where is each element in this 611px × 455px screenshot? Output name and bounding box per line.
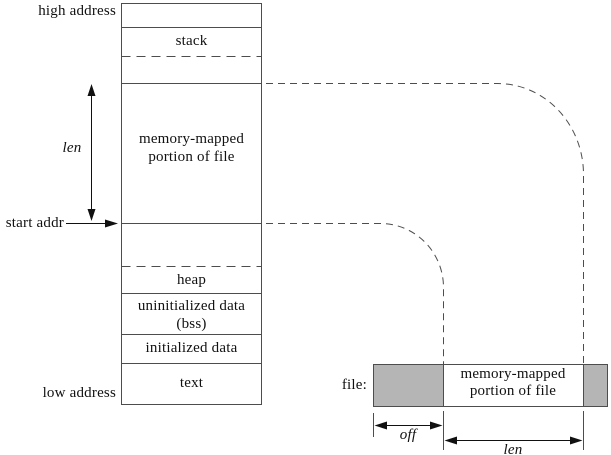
- memory-box: [121, 3, 262, 405]
- len-label: len: [62, 140, 82, 156]
- start-addr-arrowhead-icon: [105, 219, 118, 228]
- bss-segment-label: uninitialized data (bss): [121, 297, 262, 333]
- off-arrowhead-left-icon: [374, 421, 387, 430]
- mapped-segment-line2: portion of file: [148, 149, 235, 165]
- text-segment-label: text: [179, 375, 204, 391]
- start-addr-label: start addr: [5, 215, 64, 231]
- connector-upper: [266, 82, 584, 364]
- len-arrowhead-left-icon: [444, 436, 457, 445]
- bss-segment-line1: uninitialized data: [137, 298, 246, 314]
- mapped-segment-line1: memory-mapped: [138, 131, 245, 147]
- off-dimension: [374, 421, 443, 430]
- high-address-label: high address: [38, 3, 116, 19]
- file-mapped-line1: memory-mapped: [460, 366, 566, 382]
- file-gray-left: [373, 364, 444, 407]
- file-mapped-label: memory-mapped portion of file: [443, 366, 583, 400]
- stack-segment-label: stack: [175, 33, 208, 49]
- file-box: [373, 364, 608, 407]
- off-arrowhead-right-icon: [430, 421, 443, 430]
- dimension-ticks: [373, 411, 584, 450]
- len-arrowhead-down-icon: [87, 209, 96, 221]
- len-arrow: [87, 84, 96, 221]
- file-gray-right: [583, 364, 608, 407]
- low-address-label: low address: [42, 385, 116, 401]
- start-addr-arrow: [66, 219, 118, 228]
- file-label: file:: [341, 377, 367, 393]
- connector-lines: [266, 82, 584, 364]
- bss-segment-line2: (bss): [176, 316, 207, 332]
- file-mapped-line2: portion of file: [469, 383, 557, 399]
- initialized-data-segment-label: initialized data: [145, 340, 238, 356]
- off-label: off: [399, 427, 417, 443]
- mapped-segment-label: memory-mapped portion of file: [121, 130, 262, 166]
- heap-segment-label: heap: [176, 272, 207, 288]
- len-arrowhead-right-icon: [570, 436, 583, 445]
- connector-lower: [266, 222, 444, 364]
- len-dimension: [444, 436, 583, 445]
- memory-box-outline: [121, 3, 262, 405]
- len-bottom-label: len: [503, 442, 523, 455]
- len-arrowhead-up-icon: [87, 84, 96, 96]
